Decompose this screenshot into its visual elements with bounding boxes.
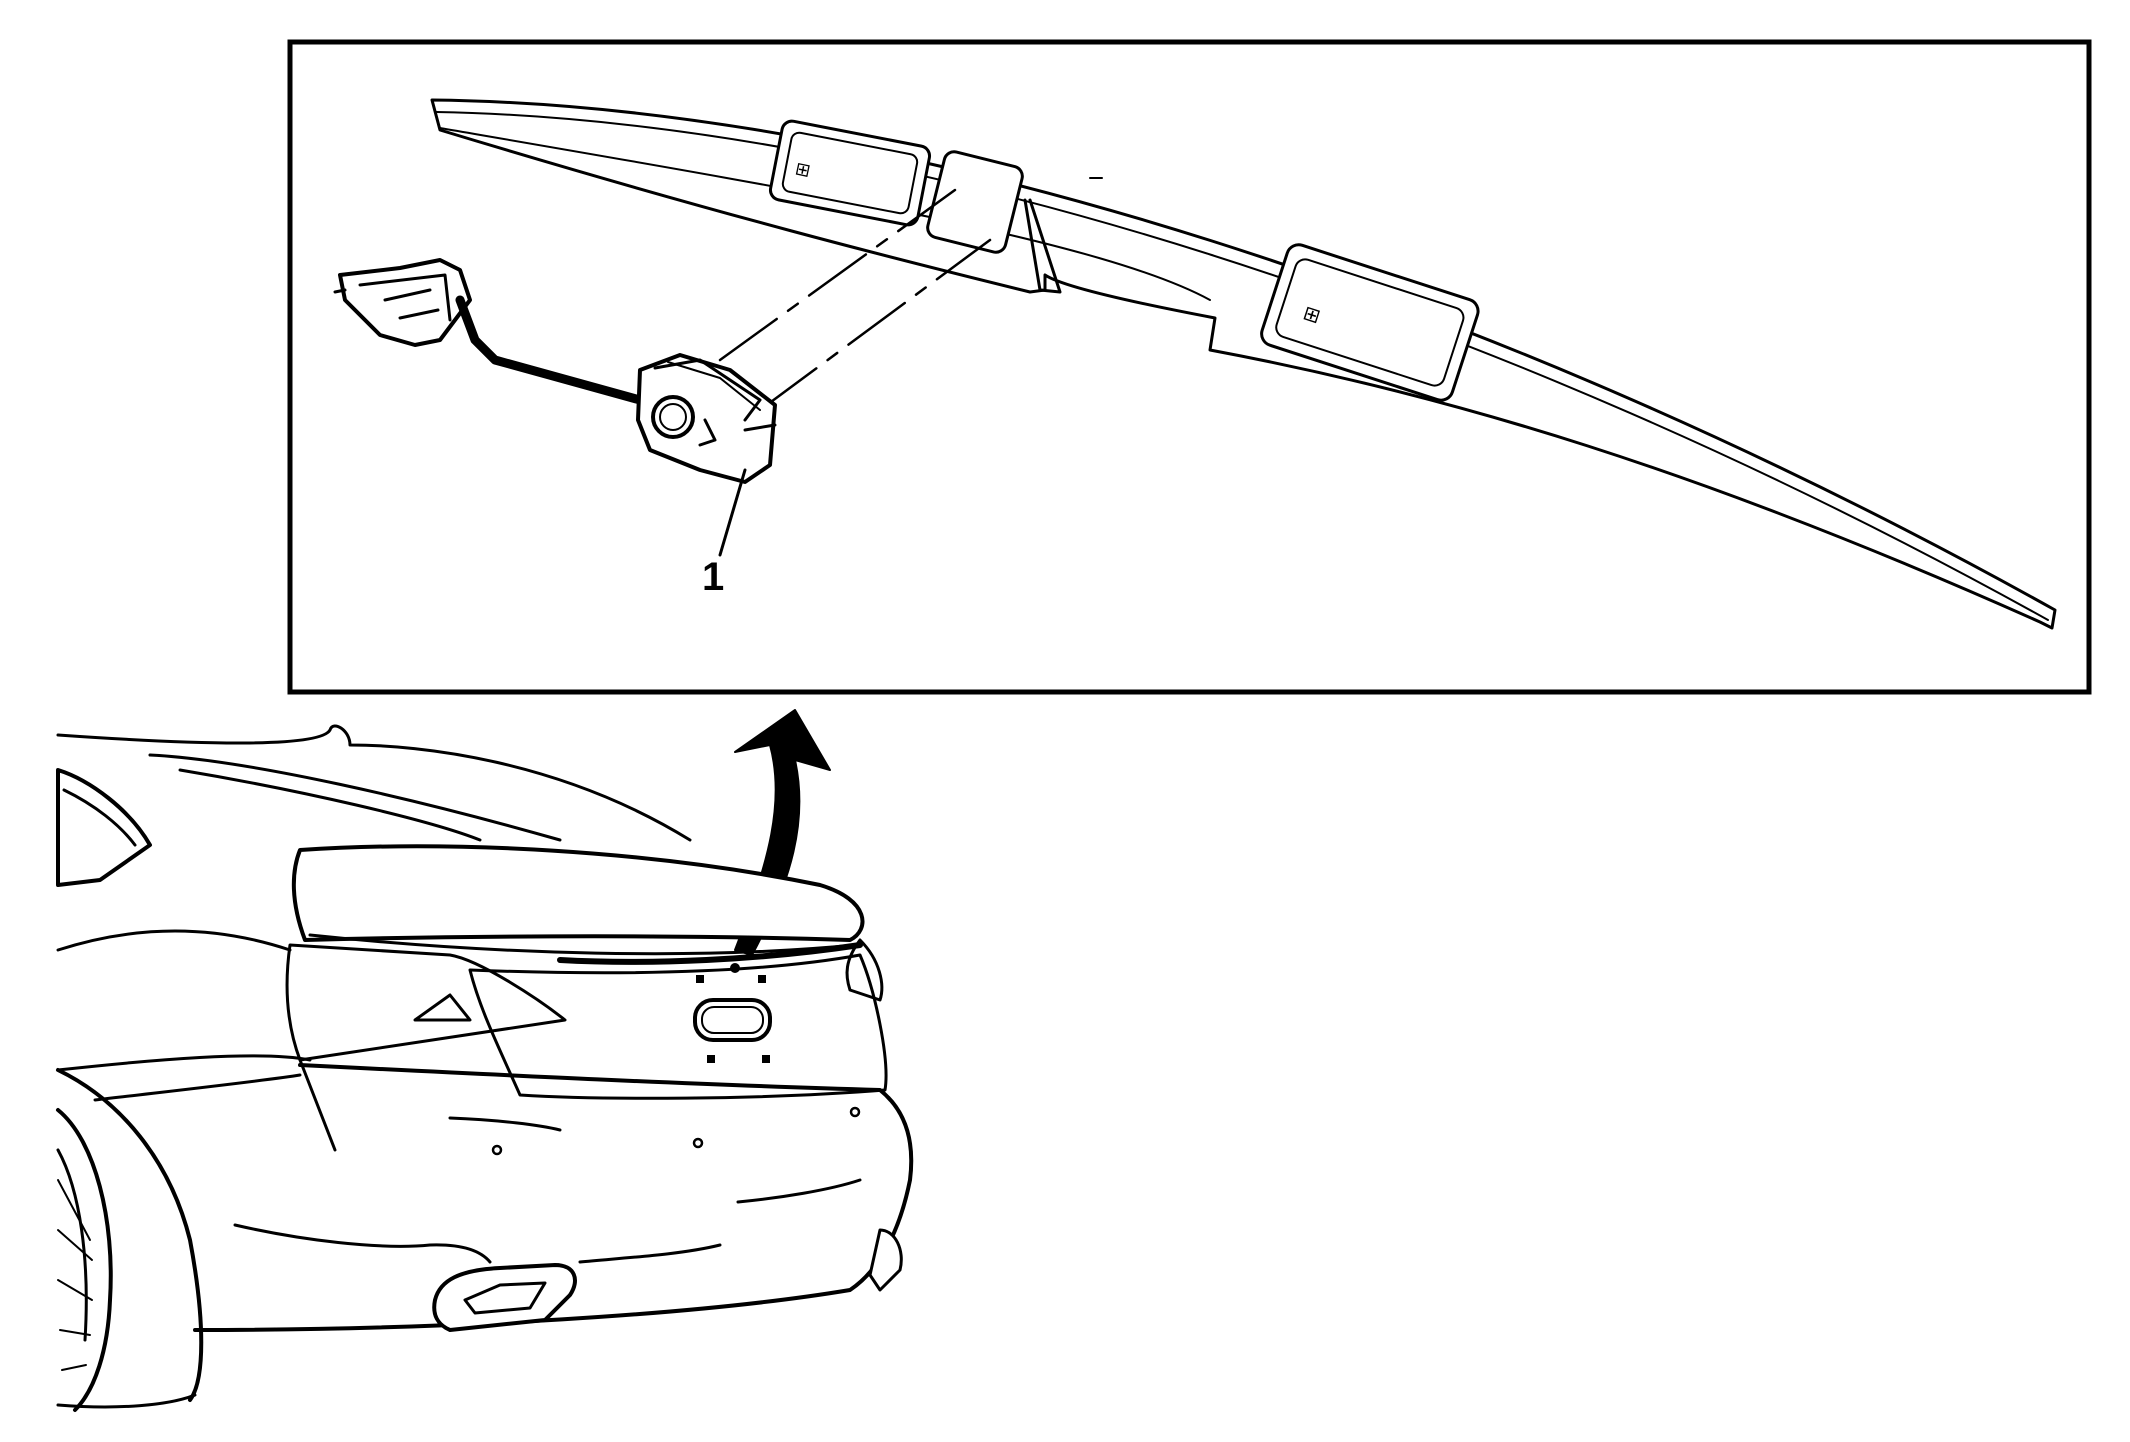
detail-inset: ⊞ ⊞ — [287, 39, 2092, 695]
rear-trim-applique: ⊞ ⊞ — [430, 98, 2057, 630]
callout-1: 1 — [702, 468, 747, 599]
callout-1-label: 1 — [702, 555, 724, 599]
vehicle-rear-view — [56, 724, 914, 1412]
alignment-lines — [718, 188, 992, 412]
callout-1-leader — [718, 468, 747, 557]
camera-harness-connector — [333, 258, 472, 347]
svg-text:⊞: ⊞ — [791, 160, 814, 179]
svg-text:⊞: ⊞ — [1299, 304, 1325, 327]
rear-vision-camera — [636, 353, 777, 484]
